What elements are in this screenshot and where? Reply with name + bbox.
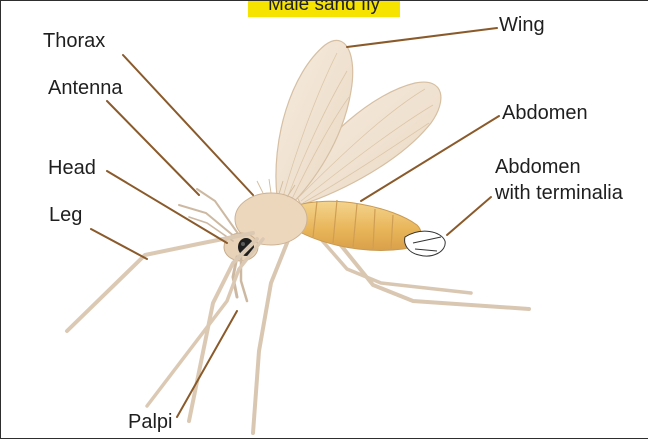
leader-antenna [107,101,199,195]
label-abdomen-terminalia-line1: Abdomen [495,154,623,180]
leader-thorax [123,55,253,195]
label-abdomen-with-terminalia: Abdomen with terminalia [495,154,623,206]
abdomen [291,200,421,250]
leader-head [107,171,227,243]
label-thorax: Thorax [43,30,105,53]
label-head: Head [48,157,96,180]
label-abdomen: Abdomen [502,102,588,125]
label-abdomen-terminalia-line2: with terminalia [495,180,623,206]
legs-back [253,233,529,433]
leader-leg [91,229,147,259]
label-leg: Leg [49,204,82,227]
label-wing: Wing [499,14,545,37]
terminalia [405,231,446,256]
label-antenna: Antenna [48,77,123,100]
label-palpi: Palpi [128,411,172,434]
legs-front [67,233,263,421]
leader-wing [347,28,497,47]
wings [276,40,441,207]
leader-terminalia [447,197,491,235]
